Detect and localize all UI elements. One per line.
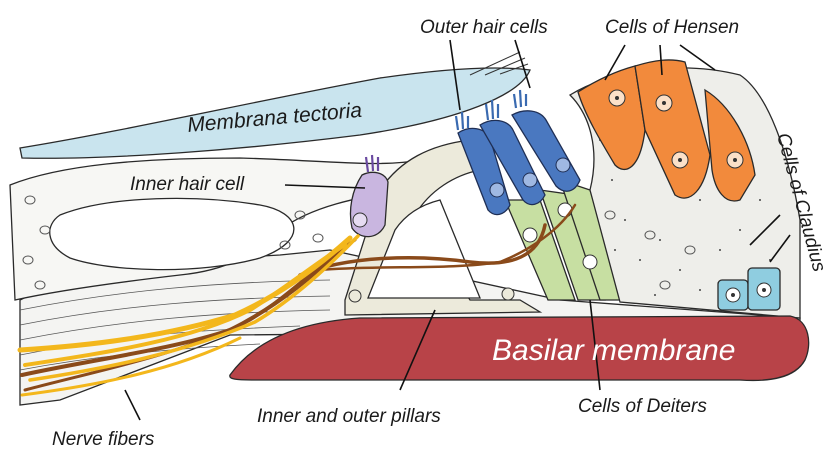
label-basilar-membrane: Basilar membrane [492,334,735,367]
label-outer-hair-cells: Outer hair cells [420,17,548,38]
label-inner-and-outer-pillars: Inner and outer pillars [257,406,441,427]
inner-sulcus [50,198,294,269]
inner-hair-cell-nucleus [353,213,367,227]
label-nerve-fibers: Nerve fibers [52,429,155,450]
pillar-nucleus-inner [349,290,361,302]
label-cells-of-hensen: Cells of Hensen [605,17,739,38]
pillar-nucleus-outer [502,288,514,300]
label-cells-of-deiters: Cells of Deiters [578,396,707,417]
label-inner-hair-cell: Inner hair cell [130,174,245,195]
